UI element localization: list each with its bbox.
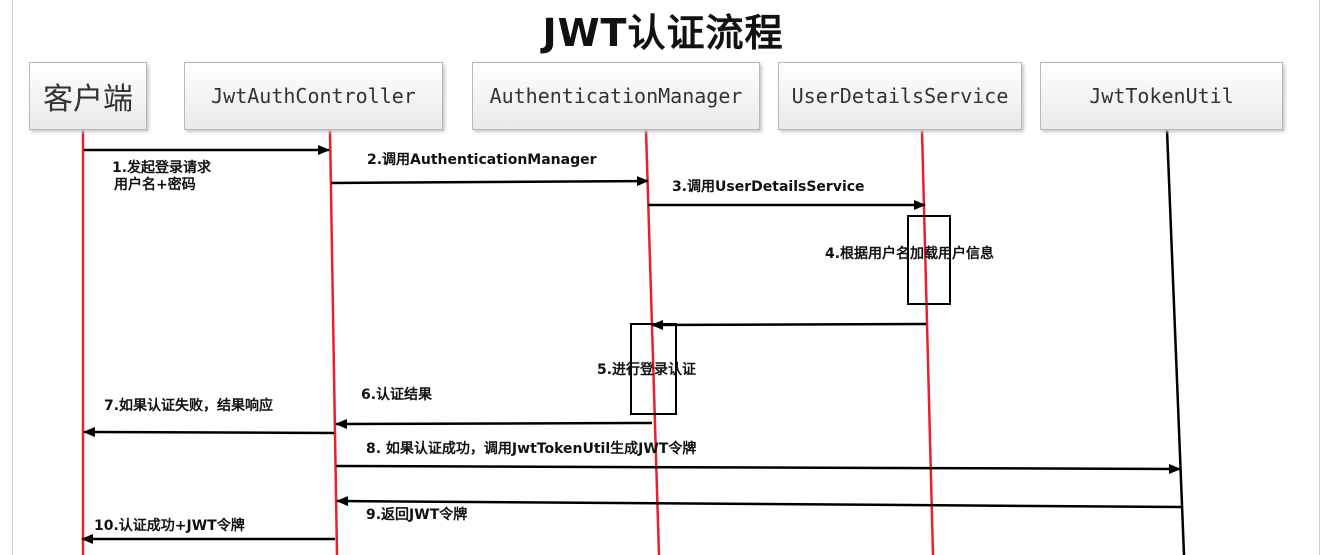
- frame-right-border: [1319, 0, 1320, 555]
- message-2-label: 2.调用AuthenticationManager: [367, 152, 597, 168]
- message-9-label: 9.返回JWT令牌: [366, 507, 468, 523]
- message-3-label: 3.调用UserDetailsService: [672, 179, 865, 195]
- activation-box-userdetailsservice: [907, 215, 951, 305]
- lifeline-jwtauthcontroller: [328, 129, 339, 555]
- lifeline-authenticationmanager: [644, 129, 661, 555]
- message-1-line1: 1.发起登录请求: [112, 160, 212, 176]
- arrow-2: [330, 176, 649, 187]
- message-8-label: 8. 如果认证成功，调用JwtTokenUtil生成JWT令牌: [366, 441, 697, 457]
- actor-jwttokenutil: JwtTokenUtil: [1040, 62, 1283, 130]
- message-10-label: 10.认证成功+JWT令牌: [94, 518, 245, 534]
- actor-authenticationmanager: AuthenticationManager: [472, 62, 760, 130]
- arrow-8: [335, 463, 1181, 474]
- message-7-label: 7.如果认证失败，结果响应: [104, 398, 274, 414]
- message-5-label: 5.进行登录认证: [597, 362, 697, 378]
- actor-userdetailsservice: UserDetailsService: [778, 62, 1022, 130]
- arrow-4: [651, 319, 927, 330]
- message-4-label: 4.根据用户名加载用户信息: [825, 246, 995, 262]
- arrow-7: [83, 427, 335, 438]
- arrow-9: [336, 496, 1182, 509]
- arrow-6: [335, 418, 653, 429]
- message-1-line2: 用户名+密码: [114, 177, 196, 193]
- message-6-label: 6.认证结果: [361, 387, 433, 403]
- frame-left-border: [12, 0, 13, 555]
- lifeline-userdetailsservice: [920, 129, 935, 555]
- lifeline-jwttokenutil: [1165, 129, 1186, 555]
- diagram-title: JWT认证流程: [542, 11, 784, 55]
- actor-jwtauthcontroller: JwtAuthController: [184, 62, 443, 130]
- actor-client: 客户端: [29, 62, 147, 130]
